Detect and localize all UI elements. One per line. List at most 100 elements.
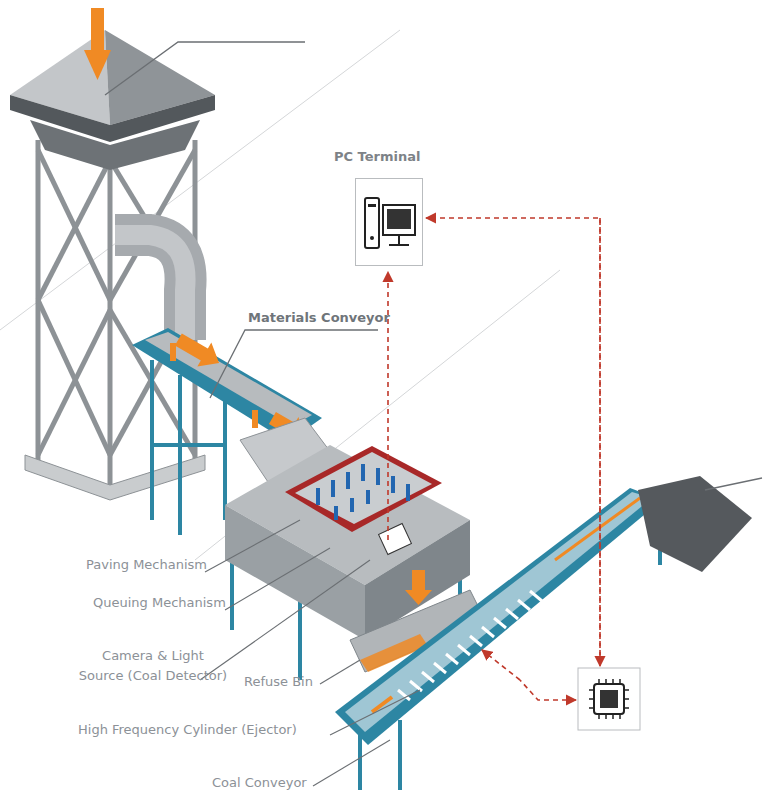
controller-chip (578, 668, 640, 730)
coal-conveyor (458, 645, 470, 655)
sorting-machine (334, 506, 338, 520)
feed-tower (38, 140, 195, 488)
leader-line (225, 548, 330, 610)
part-label: High Frequency Cylinder (Ejector) (78, 720, 348, 740)
controller-chip (598, 679, 600, 684)
controller-chip (624, 698, 629, 700)
computer-icon (398, 235, 400, 244)
coal-conveyor (555, 498, 640, 560)
sorting-machine (285, 446, 442, 532)
feed-tower (10, 95, 215, 142)
coal-conveyor (518, 600, 530, 610)
leader-line (200, 560, 370, 680)
leader-line (105, 42, 305, 95)
feed-tower (38, 150, 110, 300)
signal-line (426, 218, 600, 666)
coal-conveyor (398, 720, 402, 790)
sorting-machine (361, 464, 365, 481)
feed-tower (38, 160, 110, 300)
feed-arrow (84, 50, 111, 80)
coal-conveyor (482, 627, 494, 637)
part-label: Paving Mechanism (86, 555, 246, 575)
signal-line (599, 218, 601, 666)
controller-chip (578, 668, 640, 730)
terminal-label: PC Terminal (334, 149, 420, 164)
signal-line (482, 650, 520, 680)
feed-tower (38, 300, 110, 455)
feed-arrow (84, 8, 111, 80)
materials-conveyor (223, 400, 227, 520)
controller-chip (619, 679, 621, 684)
controller-chip (612, 679, 614, 684)
coal-conveyor (372, 697, 392, 712)
controller-chip (619, 714, 621, 719)
controller-chip (589, 689, 594, 691)
controller-chip (612, 714, 614, 719)
materials-conveyor (171, 327, 226, 375)
sorting-machine (366, 490, 370, 504)
leader-line (205, 520, 300, 572)
leader-line (705, 478, 762, 490)
part-label: Coal Conveyor (212, 773, 332, 793)
coal-conveyor (530, 591, 542, 601)
controller-chip (594, 684, 624, 714)
controller-chip (589, 698, 594, 700)
controller-chip (624, 689, 629, 691)
coal-conveyor (422, 672, 434, 682)
leader-line (313, 740, 390, 786)
computer-icon (365, 198, 379, 248)
part-label: Materials Conveyor (248, 308, 408, 328)
coal-conveyor (434, 663, 446, 673)
coal-conveyor (494, 618, 506, 628)
duct (115, 235, 186, 340)
leader-line (210, 330, 378, 398)
materials-conveyor (170, 343, 176, 361)
leader-line (200, 520, 420, 786)
controller-chip (600, 690, 618, 708)
coal-conveyor (335, 488, 662, 745)
controller-chip (605, 714, 607, 719)
computer-icon (368, 204, 376, 207)
sorting-machine (318, 464, 408, 520)
part-label: Refuse Bin (244, 672, 334, 692)
sorting-machine (391, 476, 395, 493)
leader-line (320, 660, 360, 684)
coal-conveyor (398, 591, 542, 700)
materials-conveyor (145, 332, 312, 426)
machine-frame (230, 560, 234, 630)
terminal-box: PC Terminal (355, 178, 423, 266)
controller-chip (605, 679, 607, 684)
sorting-machine (316, 488, 320, 505)
leader-line (330, 690, 420, 735)
coal-conveyor (470, 636, 482, 646)
coal-conveyor (410, 681, 422, 691)
materials-conveyor (150, 360, 154, 520)
signal-line (388, 218, 600, 700)
controller-chip (589, 707, 594, 709)
sorting-machine (405, 570, 432, 605)
duct (115, 235, 186, 340)
computer-icon (389, 244, 409, 246)
coal-conveyor (360, 510, 660, 790)
coal-conveyor (446, 654, 458, 664)
coal-conveyor (506, 609, 518, 619)
sorting-machine (376, 468, 380, 485)
duct (115, 235, 186, 340)
controller-chip (598, 714, 600, 719)
signal-line (520, 680, 576, 700)
materials-conveyor (252, 410, 258, 428)
sorting-machine (350, 498, 354, 512)
sorting-machine (331, 480, 335, 497)
controller-chip (624, 707, 629, 709)
computer-icon (365, 198, 415, 248)
feed-tower (38, 310, 110, 455)
computer-icon (383, 205, 415, 235)
computer-icon (387, 209, 411, 229)
coal-conveyor (335, 488, 662, 790)
coal-conveyor (358, 735, 362, 790)
materials-conveyor (152, 443, 225, 447)
